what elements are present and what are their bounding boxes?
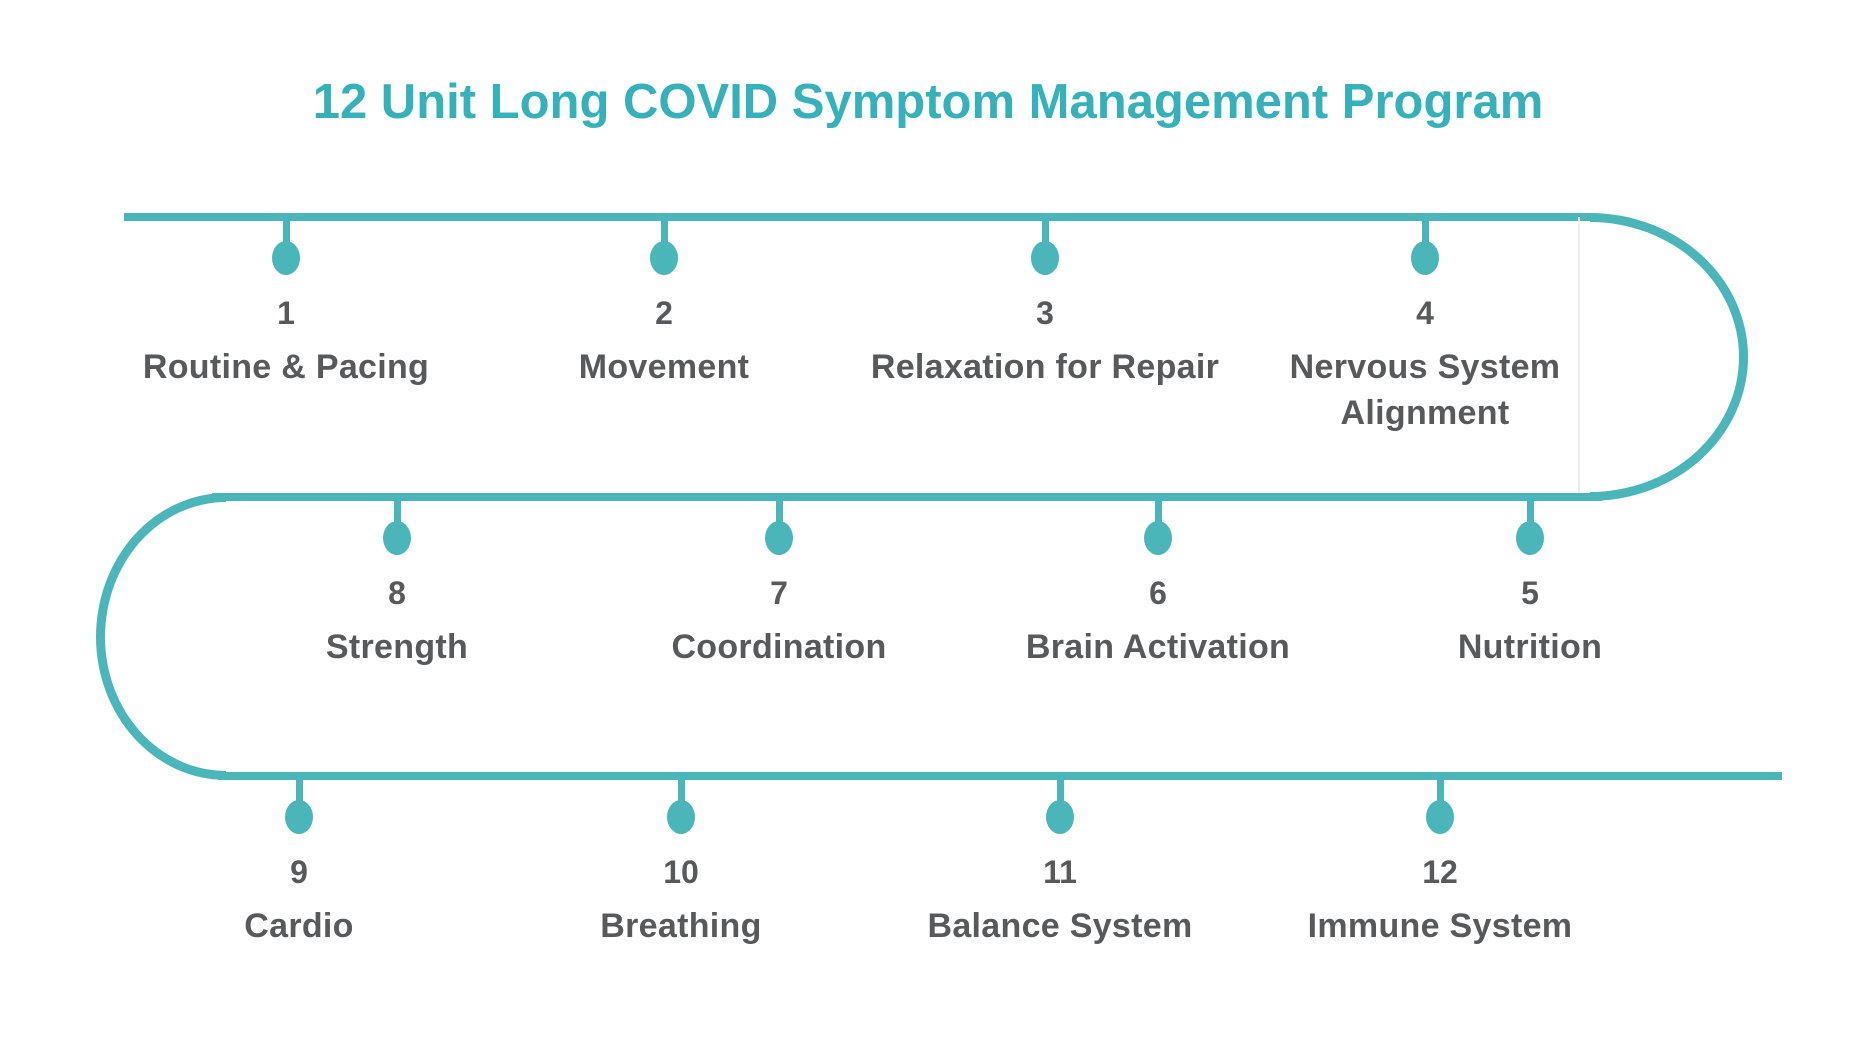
marker-dot-icon xyxy=(272,241,300,275)
unit-number: 11 xyxy=(1043,854,1077,890)
unit-10-breathing: 10 Breathing xyxy=(496,780,866,949)
marker-dot-icon xyxy=(765,521,793,555)
unit-number: 5 xyxy=(1521,575,1539,611)
marker-dot-icon xyxy=(1411,241,1439,275)
unit-label: Routine & Pacing xyxy=(142,348,430,386)
unit-number: 10 xyxy=(663,854,699,890)
marker-stem xyxy=(1421,221,1429,247)
path-right-curve xyxy=(1590,213,1748,501)
marker-stem xyxy=(282,221,290,247)
marker-stem xyxy=(1041,221,1049,247)
unit-number: 6 xyxy=(1149,575,1167,611)
unit-number: 8 xyxy=(388,575,406,611)
unit-label: Immune System xyxy=(1307,907,1573,945)
marker-dot-icon xyxy=(650,241,678,275)
marker-dot-icon xyxy=(1516,521,1544,555)
unit-number: 4 xyxy=(1416,295,1434,331)
unit-number: 12 xyxy=(1422,854,1458,890)
unit-11-balance-system: 11 Balance System xyxy=(875,780,1245,949)
marker-stem xyxy=(295,780,303,806)
path-left-curve xyxy=(96,493,226,780)
unit-2-movement: 2 Movement xyxy=(479,221,849,390)
marker-stem xyxy=(1436,780,1444,806)
unit-number: 3 xyxy=(1036,295,1054,331)
unit-12-immune-system: 12 Immune System xyxy=(1255,780,1625,949)
page-title: 12 Unit Long COVID Symptom Management Pr… xyxy=(312,75,1544,129)
marker-dot-icon xyxy=(1031,241,1059,275)
unit-label: Movement xyxy=(578,348,750,386)
marker-dot-icon xyxy=(285,800,313,834)
unit-7-coordination: 7 Coordination xyxy=(594,501,964,670)
unit-5-nutrition: 5 Nutrition xyxy=(1345,501,1715,670)
unit-label: Breathing xyxy=(600,907,762,945)
marker-stem xyxy=(1056,780,1064,806)
unit-label: Brain Activation xyxy=(1025,628,1291,666)
unit-label: Strength xyxy=(325,628,469,666)
unit-label: Relaxation for Repair xyxy=(870,348,1220,386)
unit-9-cardio: 9 Cardio xyxy=(114,780,484,949)
marker-stem xyxy=(1154,501,1162,527)
unit-number: 2 xyxy=(655,295,673,331)
unit-8-strength: 8 Strength xyxy=(212,501,582,670)
page-divider-line xyxy=(1578,217,1580,493)
marker-dot-icon xyxy=(383,521,411,555)
marker-stem xyxy=(393,501,401,527)
marker-stem xyxy=(677,780,685,806)
path-top-line xyxy=(124,213,1590,221)
marker-dot-icon xyxy=(1046,800,1074,834)
unit-number: 1 xyxy=(277,295,295,331)
unit-1-routine-pacing: 1 Routine & Pacing xyxy=(101,221,471,390)
unit-6-brain-activation: 6 Brain Activation xyxy=(973,501,1343,670)
unit-number: 9 xyxy=(290,854,308,890)
unit-3-relaxation-for-repair: 3 Relaxation for Repair xyxy=(860,221,1230,390)
unit-number: 7 xyxy=(770,575,788,611)
unit-label: Nervous System Alignment xyxy=(1289,348,1561,432)
path-bottom-line xyxy=(218,772,1782,780)
marker-stem xyxy=(660,221,668,247)
marker-dot-icon xyxy=(667,800,695,834)
unit-label: Nutrition xyxy=(1457,628,1603,666)
marker-stem xyxy=(1526,501,1534,527)
unit-4-nervous-system-alignment: 4 Nervous System Alignment xyxy=(1240,221,1610,436)
path-middle-line xyxy=(212,493,1602,501)
marker-dot-icon xyxy=(1426,800,1454,834)
unit-label: Balance System xyxy=(927,907,1193,945)
unit-label: Cardio xyxy=(244,907,354,945)
marker-stem xyxy=(775,501,783,527)
marker-dot-icon xyxy=(1144,521,1172,555)
unit-label: Coordination xyxy=(671,628,887,666)
